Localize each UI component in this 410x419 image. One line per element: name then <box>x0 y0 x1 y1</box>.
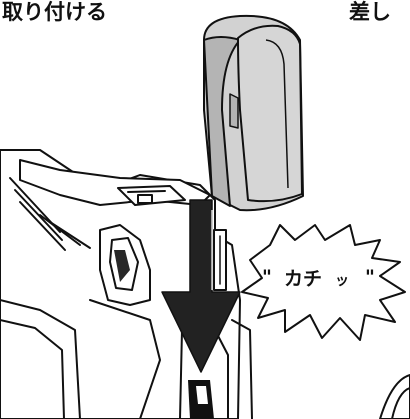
sound-small-tsu: ッ <box>335 273 349 289</box>
sound-close-quote: " <box>365 266 375 288</box>
down-arrow <box>161 199 241 373</box>
sound-burst: " カチ ッ " <box>241 224 406 341</box>
sound-main-text: カチ <box>284 268 322 290</box>
device-body <box>0 149 410 419</box>
step-heading-insert: 差し <box>349 0 391 24</box>
step-heading-attach: 取り付ける <box>2 0 107 24</box>
battery-cartridge <box>203 14 304 212</box>
sound-open-quote: " <box>262 266 272 288</box>
